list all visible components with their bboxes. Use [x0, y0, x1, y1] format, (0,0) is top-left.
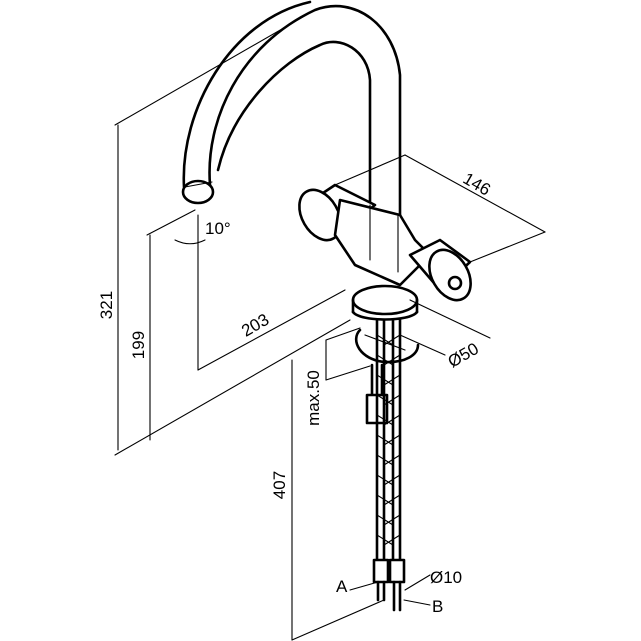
- hoses: [372, 318, 406, 612]
- spout-reach-label: 203: [238, 310, 272, 341]
- body-width-label: 146: [460, 169, 494, 200]
- hose-diameter-label: Ø10: [430, 568, 462, 587]
- connection-a-label: A: [336, 577, 348, 596]
- spout: [181, 0, 402, 222]
- mounting-hardware: [354, 328, 420, 425]
- spout-height-label: 199: [129, 331, 148, 359]
- overall-height-label: 321: [97, 291, 116, 319]
- mounting-hole-label: Ø50: [445, 339, 482, 372]
- dimension-lines: [114, 9, 546, 641]
- spout-angle-label: 10°: [205, 219, 231, 238]
- faucet-body: [298, 183, 472, 321]
- connection-b-label: B: [432, 597, 443, 616]
- max-deck-thickness-label: max.50: [304, 370, 323, 426]
- hose-length-label: 407: [270, 471, 289, 499]
